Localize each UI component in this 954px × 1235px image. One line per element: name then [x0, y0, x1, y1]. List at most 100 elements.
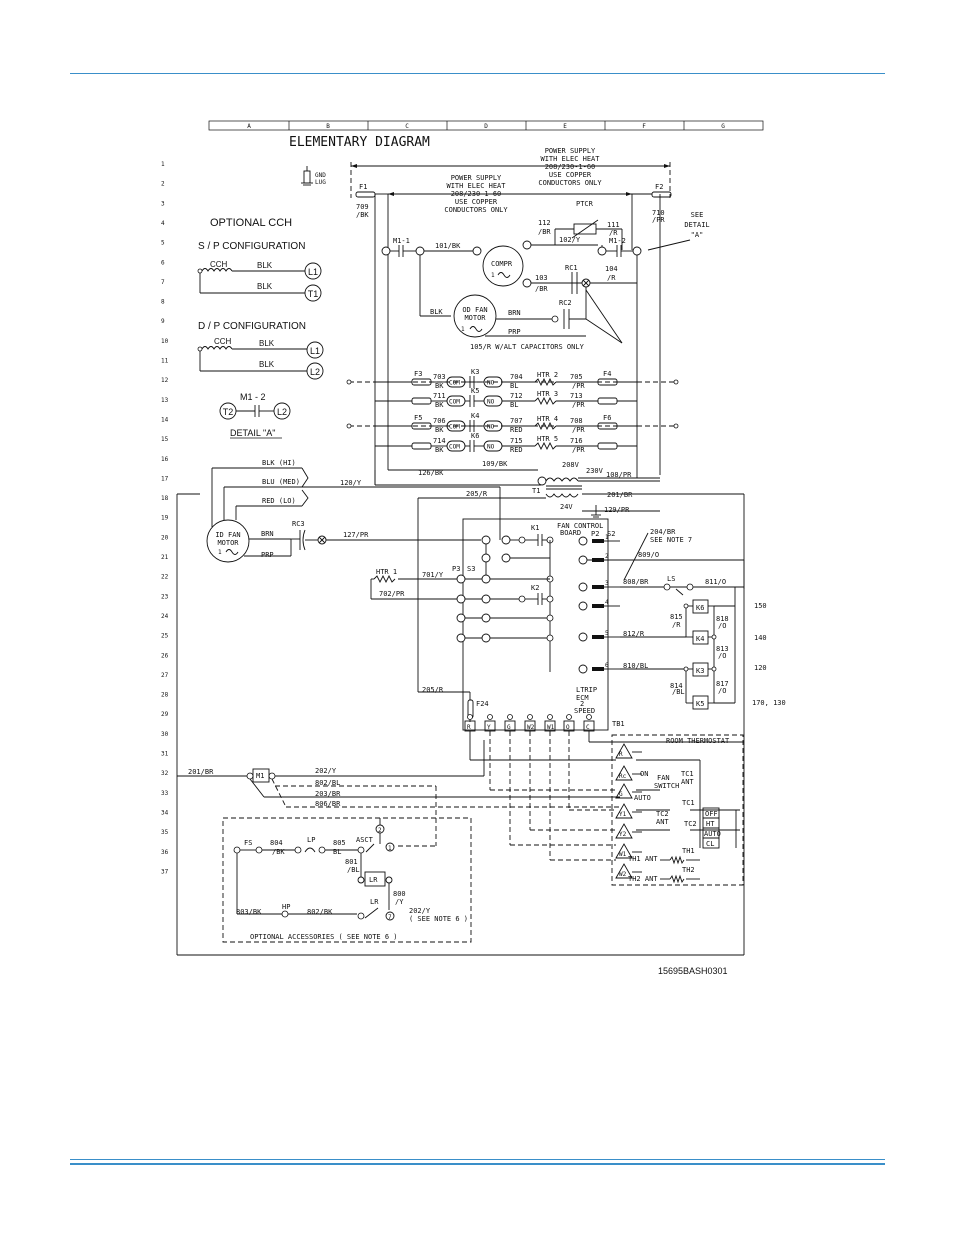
svg-text:SWITCH: SWITCH: [654, 782, 679, 790]
thermostat-terminal-label: W2: [619, 871, 627, 878]
row-number-28: 28: [161, 692, 169, 699]
wire-mid-color: BL: [510, 382, 518, 390]
speed-170-130: 170, 130: [752, 699, 786, 707]
tb1-terminal-label: W2: [527, 724, 535, 731]
svg-text:BLK: BLK: [257, 261, 273, 270]
svg-text:RC2: RC2: [559, 299, 572, 307]
row-number-18: 18: [161, 495, 169, 502]
thermostat-terminal-label: G: [619, 791, 623, 798]
svg-text:ANT: ANT: [681, 778, 694, 786]
col-d: D: [484, 123, 488, 130]
wire-mid: 707: [510, 417, 523, 425]
wire-in-color: BK: [435, 446, 444, 454]
svg-text:T1: T1: [308, 289, 319, 299]
wire-in: 703: [433, 373, 446, 381]
wire-out: 716: [570, 437, 583, 445]
svg-text:/BK: /BK: [356, 211, 369, 219]
svg-text:( SEE NOTE 6 ): ( SEE NOTE 6 ): [409, 915, 468, 923]
fuse-left: F5: [414, 414, 422, 422]
svg-text:1: 1: [461, 326, 465, 333]
svg-text:TB1: TB1: [612, 720, 625, 728]
svg-text:205/R: 205/R: [466, 490, 488, 498]
speed-150: 150: [754, 602, 767, 610]
id-fan-motor: [206, 519, 250, 563]
heater-element: HTR 2: [537, 371, 558, 379]
row-number-14: 14: [161, 416, 169, 423]
tb1-terminal-label: Y: [487, 724, 491, 731]
footer-rule-thin: [70, 1159, 885, 1160]
svg-text:HP: HP: [282, 903, 290, 911]
svg-text:203/BR: 203/BR: [315, 790, 341, 798]
col-g: G: [721, 123, 725, 130]
board-pin-L1: 2: [578, 553, 620, 565]
row-number-13: 13: [161, 397, 169, 404]
svg-text:809/O: 809/O: [638, 551, 659, 559]
row-number-16: 16: [161, 456, 169, 463]
fuse-left: F3: [414, 370, 422, 378]
ps-inner-5: CONDUCTORS ONLY: [444, 206, 508, 214]
svg-text:TC1: TC1: [682, 799, 695, 807]
svg-text:ON: ON: [640, 770, 648, 778]
svg-text:709: 709: [356, 203, 369, 211]
col-b: B: [326, 123, 330, 130]
svg-text:LTRIP: LTRIP: [576, 686, 597, 694]
optional-cch: OPTIONAL CCH S / P CONFIGURATION CCH BLK…: [197, 217, 324, 439]
thermostat-terminal-W2: W2: [615, 863, 642, 879]
svg-text:TH2: TH2: [682, 866, 695, 874]
svg-text:/BR: /BR: [535, 285, 548, 293]
wire-mid: 704: [510, 373, 523, 381]
svg-text:126/BK: 126/BK: [418, 469, 444, 477]
wire-out: 705: [570, 373, 583, 381]
svg-text:810/BL: 810/BL: [623, 662, 648, 670]
svg-text:CCH: CCH: [210, 260, 228, 269]
svg-text:BOARD: BOARD: [560, 529, 581, 537]
wire-mid-color: RED: [510, 426, 523, 434]
svg-text:ROOM THERMOSTAT: ROOM THERMOSTAT: [666, 737, 730, 745]
tb1-terminal-label: W1: [547, 724, 555, 731]
board-pin-LO: 6: [578, 662, 620, 674]
row-number-24: 24: [161, 613, 169, 620]
col-f: F: [642, 123, 646, 130]
thermostat-terminal-label: Y1: [619, 811, 627, 818]
row-number-31: 31: [161, 751, 169, 758]
row-number-11: 11: [161, 358, 169, 365]
svg-text:HT: HT: [706, 820, 715, 828]
relay-contact: K6: [471, 432, 479, 440]
row-number-19: 19: [161, 515, 169, 522]
row-number-34: 34: [161, 809, 169, 816]
svg-text:FAN: FAN: [657, 774, 670, 782]
ps-outer-1: POWER SUPPLY: [545, 147, 596, 155]
wire-out-color: /PR: [572, 426, 585, 434]
svg-text:PRP: PRP: [261, 551, 274, 559]
thermostat-terminal-R: R: [615, 743, 642, 759]
svg-text:PRP: PRP: [508, 328, 521, 336]
svg-text:/R: /R: [609, 229, 618, 237]
row-number-35: 35: [161, 829, 169, 836]
svg-text:127/PR: 127/PR: [343, 531, 369, 539]
svg-text:S2: S2: [607, 530, 615, 538]
row-number-29: 29: [161, 711, 169, 718]
tb1-terminal-C: C: [583, 714, 595, 732]
relay-contact: K5: [471, 387, 479, 395]
ps-inner-1: POWER SUPPLY: [451, 174, 502, 182]
svg-text:710: 710: [652, 209, 665, 217]
svg-text:RC3: RC3: [292, 520, 305, 528]
svg-text:BLK: BLK: [259, 339, 275, 348]
row-number-12: 12: [161, 377, 169, 384]
svg-text:SPEED: SPEED: [574, 707, 595, 715]
ps-outer-3: 208/230-1-60: [545, 163, 596, 171]
svg-text:/BR: /BR: [538, 228, 551, 236]
board-pin-C: 1: [578, 534, 620, 546]
wire-mid-color: RED: [510, 446, 523, 454]
board-pin-number: 1: [605, 534, 609, 541]
wire-in: 706: [433, 417, 446, 425]
svg-text:BLK: BLK: [430, 308, 443, 316]
col-e: E: [563, 123, 567, 130]
row-number-25: 25: [161, 633, 169, 640]
fuse-right: F6: [603, 414, 611, 422]
svg-text:K3: K3: [696, 667, 704, 675]
